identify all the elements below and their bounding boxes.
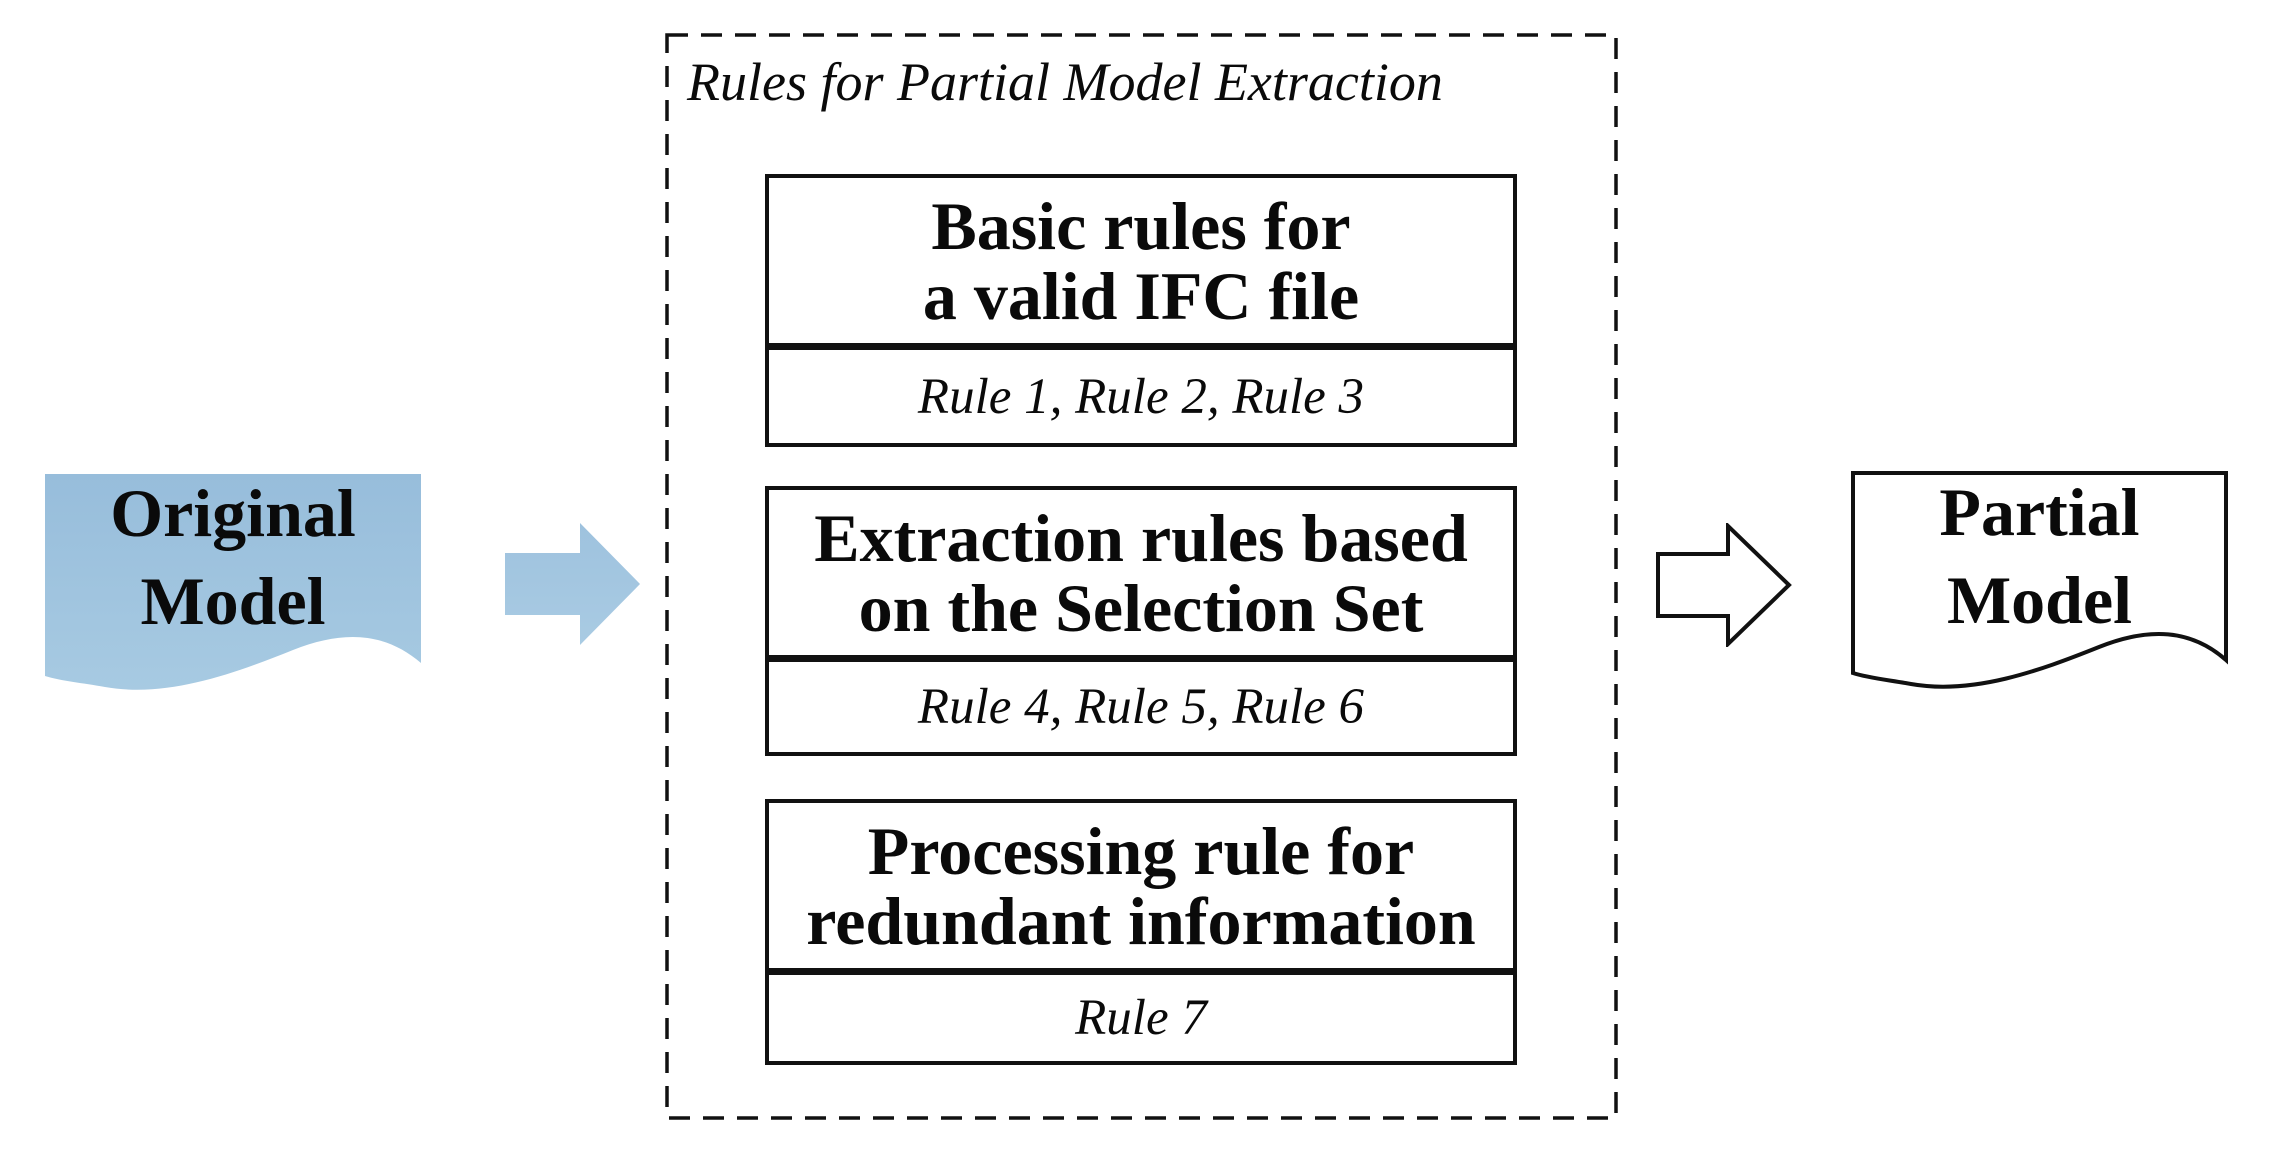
partial-model-label: Partial Model <box>1851 471 2228 641</box>
rule-box-basic-rules: Rule 1, Rule 2, Rule 3 <box>917 368 1365 425</box>
rule-box-processing-rules: Rule 7 <box>1075 990 1207 1046</box>
partial-model-label-line2: Model <box>1946 562 2133 638</box>
rules-panel: Rules for Partial Model Extraction Basic… <box>665 33 1618 1120</box>
rule-box-extraction-rules: Rule 4, Rule 5, Rule 6 <box>917 679 1365 735</box>
rule-box-extraction: Extraction rules based on the Selection … <box>765 486 1517 756</box>
partial-model-label-line1: Partial <box>1939 474 2140 550</box>
input-flow-arrow-right-icon <box>505 523 640 645</box>
rule-box-basic: Basic rules for a valid IFC file Rule 1,… <box>765 174 1517 447</box>
rules-panel-title: Rules for Partial Model Extraction <box>687 52 1443 112</box>
rule-box-processing-title-line1: Processing rule for <box>867 812 1415 889</box>
original-model-label: Original Model <box>45 474 421 640</box>
rule-box-processing-divider <box>769 968 1513 975</box>
rules-panel-dashed-border <box>665 33 1618 1120</box>
rule-box-processing-title: Processing rule for redundant informatio… <box>769 803 1513 968</box>
rule-box-basic-title-line2: a valid IFC file <box>922 257 1360 334</box>
partial-model-document: Partial Model <box>1851 471 2228 703</box>
rule-box-basic-title-line1: Basic rules for <box>931 187 1351 264</box>
original-model-label-line1: Original <box>110 475 356 551</box>
rule-box-basic-divider <box>769 343 1513 350</box>
rule-box-extraction-title-line2: on the Selection Set <box>858 569 1424 646</box>
output-flow-arrow-right-icon <box>1656 523 1792 647</box>
rule-box-extraction-title-line1: Extraction rules based <box>814 499 1468 576</box>
rule-box-processing: Processing rule for redundant informatio… <box>765 799 1517 1065</box>
document-shape-icon <box>45 474 421 690</box>
document-shape-icon <box>1851 471 2228 689</box>
original-model-document: Original Model <box>45 474 421 704</box>
original-model-label-line2: Model <box>140 563 326 639</box>
rule-box-extraction-title: Extraction rules based on the Selection … <box>769 490 1513 655</box>
rule-box-processing-title-line2: redundant information <box>806 882 1476 959</box>
rule-box-basic-title: Basic rules for a valid IFC file <box>769 178 1513 343</box>
rule-box-extraction-divider <box>769 655 1513 662</box>
